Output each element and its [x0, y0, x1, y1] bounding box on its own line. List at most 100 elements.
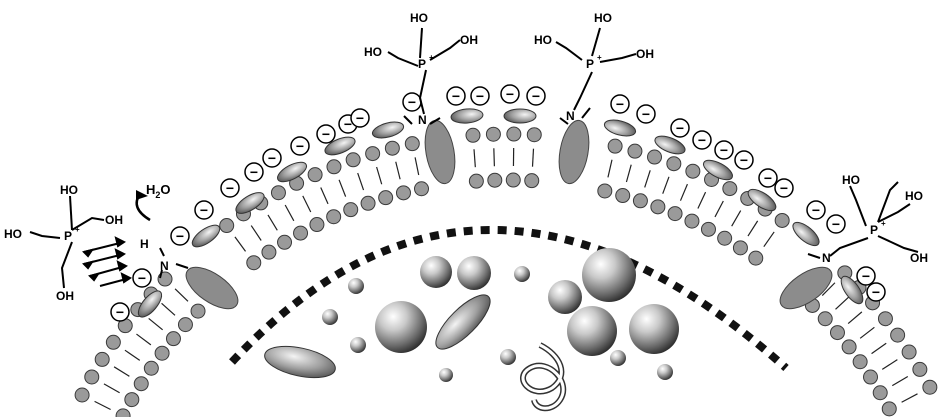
lipid-head — [615, 188, 631, 204]
lipid-head — [277, 234, 293, 250]
lipid-tail — [662, 176, 670, 194]
interior-sphere — [439, 368, 453, 382]
hydroxyl-label: HO — [364, 45, 382, 59]
interior-sphere — [567, 306, 617, 356]
negative-charge: − — [262, 148, 282, 168]
lipid-head — [700, 221, 716, 237]
cell-interior — [264, 248, 679, 412]
lipid-head — [124, 392, 140, 408]
membrane-protein — [779, 266, 833, 310]
chemical-labels: HO OH HO P + OH H2O H N HO OH HO P + N H… — [4, 11, 928, 303]
lipid-head — [384, 140, 400, 156]
lipid-head — [365, 146, 381, 162]
lipid-head — [94, 351, 110, 367]
membrane-protein — [185, 266, 239, 310]
negative-sign: − — [296, 138, 304, 154]
lipid-head — [84, 369, 100, 385]
negative-sign: − — [642, 106, 650, 122]
lipid-head — [627, 143, 643, 159]
interior-sphere — [420, 256, 452, 288]
negative-charge: − — [446, 86, 466, 106]
lipid-head — [685, 163, 701, 179]
lipid-tail — [679, 183, 688, 201]
lipid-tail — [148, 317, 164, 331]
negative-charge: − — [500, 84, 520, 104]
hydroxyl-label: HO — [534, 33, 552, 47]
lipid-tail — [473, 149, 476, 168]
surface-particle — [702, 159, 734, 181]
lipid-tail — [821, 282, 836, 296]
negative-charge: − — [714, 140, 734, 160]
movement-arrows — [82, 236, 132, 287]
lipid-tail — [835, 296, 850, 310]
lipid-head — [607, 138, 623, 154]
lipid-head — [890, 327, 906, 343]
surface-particle — [137, 290, 163, 318]
hydroxyl-label: HO — [842, 173, 860, 187]
lipid-tail — [302, 195, 312, 213]
lipid-tail — [644, 170, 651, 188]
negative-sign: − — [138, 270, 146, 286]
nitrogen-label: N — [566, 109, 575, 123]
negative-sign: − — [698, 132, 706, 148]
lipid-tail — [338, 179, 347, 197]
lipid-tail — [414, 157, 420, 176]
lipid-head — [74, 387, 90, 403]
negative-charge: − — [244, 162, 264, 182]
lipid-head — [774, 212, 790, 228]
surface-particle — [450, 108, 484, 124]
interior-sphere — [322, 309, 338, 325]
lipid-head — [326, 209, 342, 225]
lipid-head — [115, 408, 131, 417]
surface-particle — [235, 192, 265, 214]
lipid-head — [309, 217, 325, 233]
negative-sign: − — [226, 180, 234, 196]
lipid-tail — [625, 164, 632, 183]
negative-sign: − — [250, 164, 258, 180]
hydroxyl-label: HO — [60, 183, 78, 197]
surface-particles — [137, 108, 864, 318]
lipid-head — [732, 240, 748, 256]
negative-charge: − — [526, 86, 546, 106]
negative-charge: − — [110, 302, 130, 322]
negative-charge: − — [194, 200, 214, 220]
negative-charge: − — [402, 92, 422, 112]
lipid-head — [881, 401, 897, 417]
lipid-tail — [250, 225, 262, 241]
water-label: H2O — [146, 182, 171, 200]
interior-sphere — [610, 350, 626, 366]
negative-charge: − — [692, 130, 712, 150]
negative-charge: − — [350, 108, 370, 128]
negative-charge: − — [636, 104, 656, 124]
negative-charge: − — [866, 282, 886, 302]
lipid-head — [133, 376, 149, 392]
negative-sign: − — [780, 180, 788, 196]
lipid-tail — [94, 400, 111, 411]
negative-sign: − — [322, 126, 330, 142]
interior-sphere — [350, 337, 366, 353]
lipid-head — [395, 185, 411, 201]
negative-sign: − — [344, 116, 352, 132]
negative-sign: − — [676, 120, 684, 136]
hydroxyl-label: HO — [594, 11, 612, 25]
lipid-head — [345, 152, 361, 168]
hydroxyl-label: OH — [105, 213, 123, 227]
lipid-head — [684, 213, 700, 229]
lipid-head — [597, 183, 613, 199]
lipid-head — [748, 250, 764, 266]
surface-particle — [654, 135, 686, 155]
lipid-head — [343, 202, 359, 218]
lipid-head — [667, 206, 683, 222]
surface-particle — [191, 224, 221, 248]
negative-charge: − — [734, 150, 754, 170]
lipid-tail — [376, 166, 383, 185]
lipid-tail — [747, 220, 759, 237]
lipid-head — [526, 127, 542, 143]
phosphorus-label: P — [418, 57, 426, 71]
lipid-head — [307, 167, 323, 183]
lipid-head — [404, 136, 420, 152]
interior-sphere — [375, 301, 427, 353]
lipid-head — [912, 361, 928, 377]
lipid-head — [650, 199, 666, 215]
negative-sign: − — [872, 284, 880, 300]
